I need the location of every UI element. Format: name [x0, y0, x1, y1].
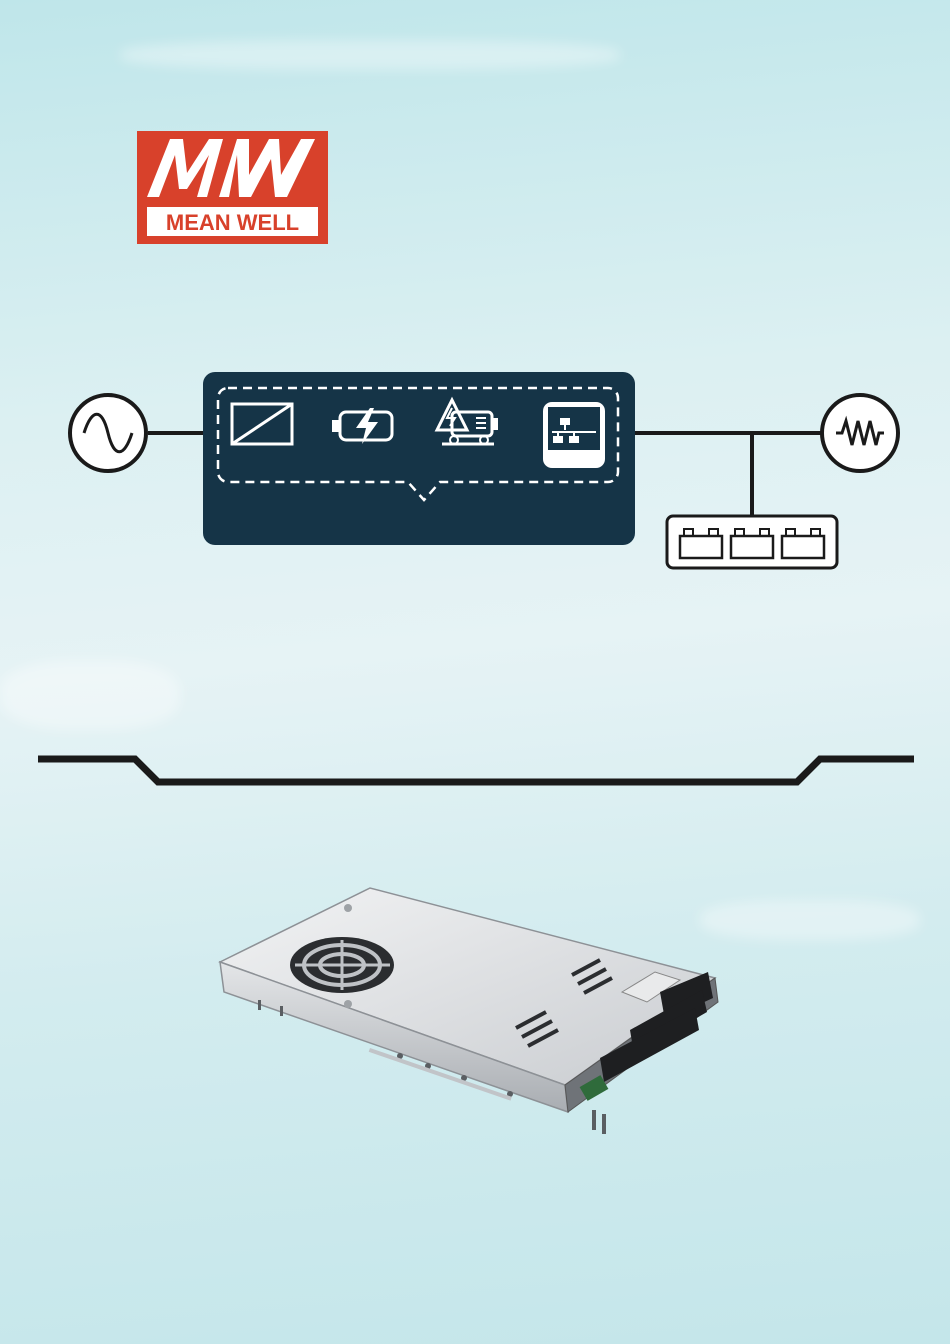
background-streak — [700, 900, 920, 940]
mean-well-logo: MEAN WELL — [137, 131, 328, 244]
network-icon — [543, 402, 605, 468]
section-divider — [0, 740, 950, 800]
ac-sine-wave-icon — [70, 395, 146, 471]
side-slot — [280, 1006, 283, 1016]
logo-brand-name: MEAN WELL — [166, 210, 299, 235]
power-supply-unit-image — [210, 880, 730, 1180]
background-streak — [0, 660, 180, 730]
screw — [344, 904, 352, 912]
side-slot — [602, 1114, 606, 1134]
background-streak — [120, 40, 620, 70]
side-slot — [258, 1000, 261, 1010]
fan-icon — [290, 937, 394, 993]
battery-bank-icon — [667, 516, 837, 568]
side-slot — [592, 1110, 596, 1130]
screw — [344, 1000, 352, 1008]
resistor-load-icon — [822, 395, 898, 471]
system-diagram — [0, 360, 950, 580]
